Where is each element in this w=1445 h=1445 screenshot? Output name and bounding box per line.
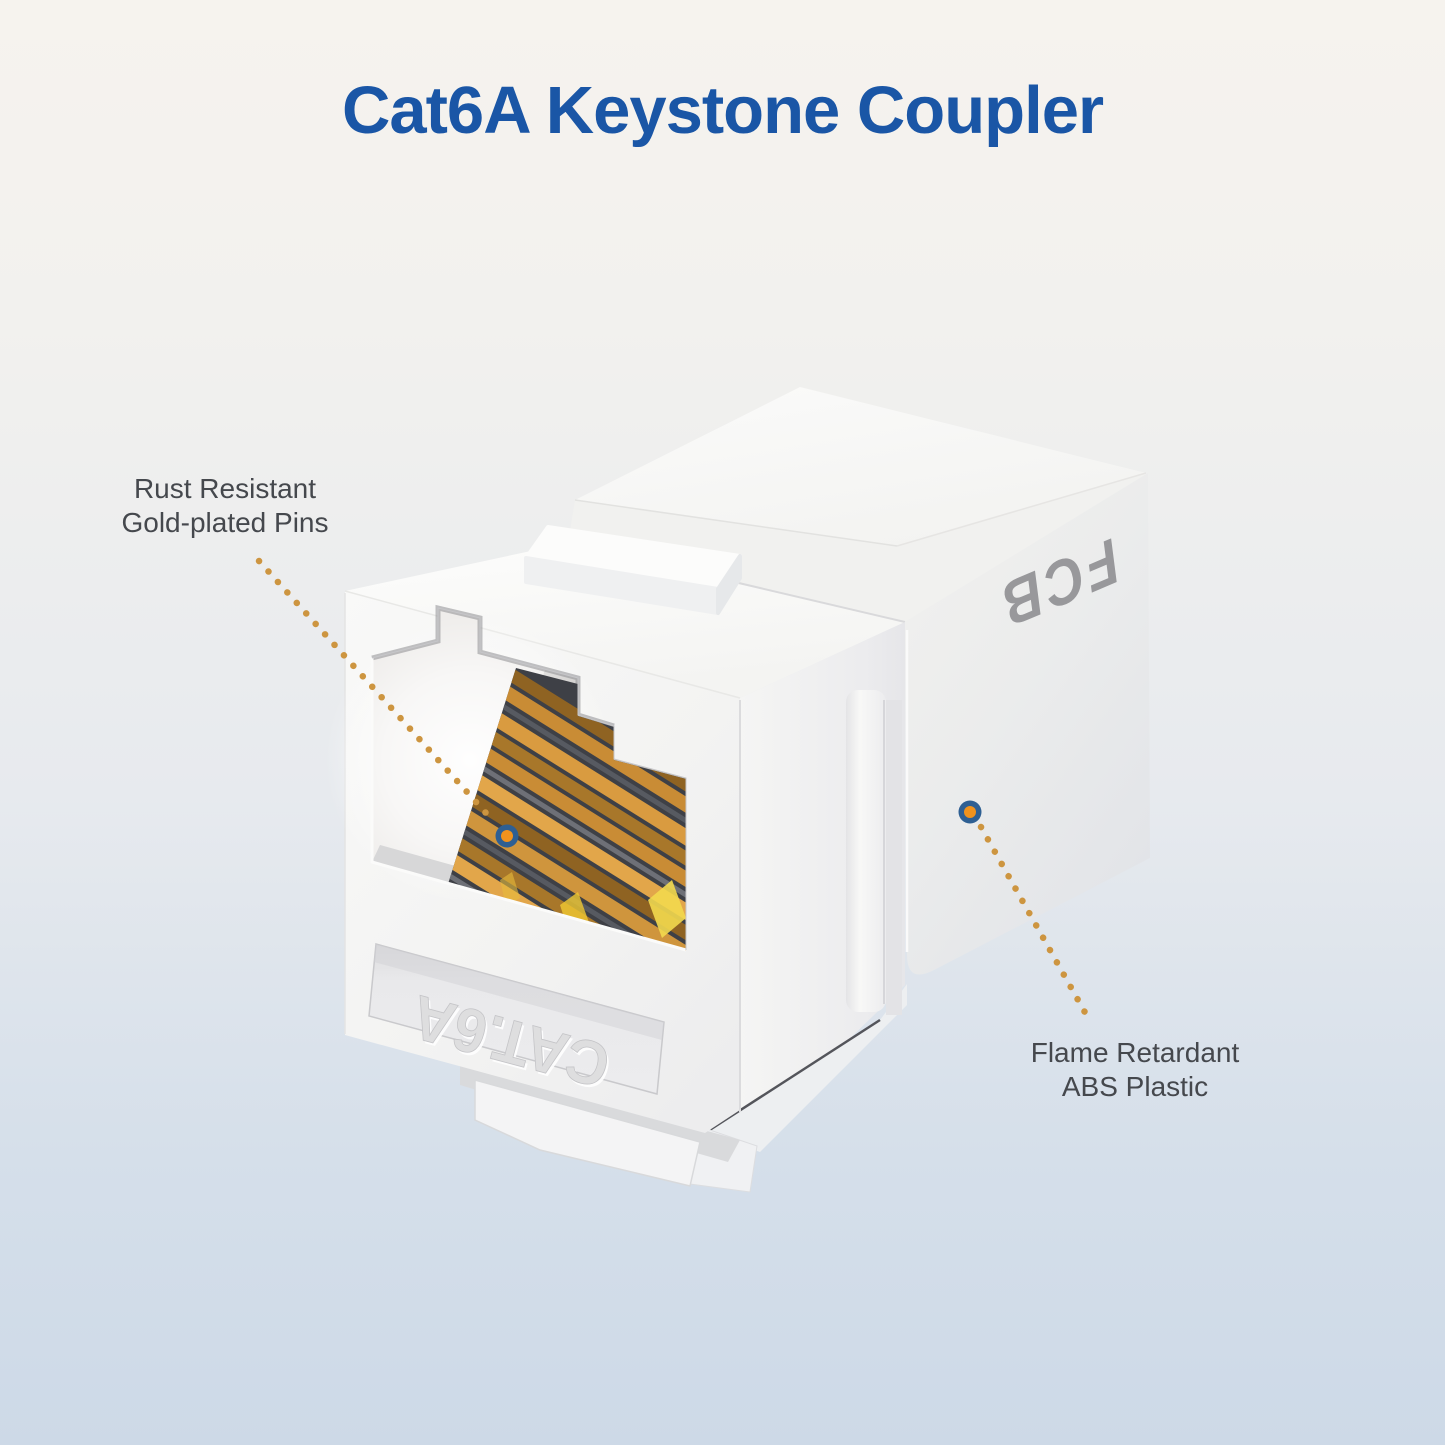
front-top-face (345, 543, 905, 698)
top-chamfer-line (896, 472, 1147, 547)
jack-outline (371, 607, 687, 950)
coupler-body: CAT.6A CAT.6A FCB (325, 387, 1150, 1193)
rear-top-bevel (568, 473, 1148, 622)
callout-pins-line2: Gold-plated Pins (121, 507, 329, 538)
rear-top-face (575, 387, 1146, 546)
callout-plastic: Flame Retardant ABS Plastic (960, 1036, 1310, 1104)
top-seam-line (574, 499, 898, 547)
leader-line-plastic (977, 823, 1091, 1020)
callout-plastic-line1: Flame Retardant (1030, 1037, 1240, 1068)
callout-marker-pins (495, 824, 519, 848)
top-clip-tab (524, 525, 742, 615)
callout-marker-plastic (958, 800, 982, 824)
jack-bevel-highlight (370, 658, 687, 952)
side-clip-ridge (846, 690, 902, 1015)
callout-plastic-line2: ABS Plastic (1061, 1071, 1209, 1102)
callout-pins: Rust Resistant Gold-plated Pins (60, 472, 390, 540)
bottom-seam-shadow (704, 1018, 881, 1135)
callout-leaders (255, 557, 1091, 1020)
right-side-face (905, 473, 1150, 975)
page-title: Cat6A Keystone Coupler (341, 73, 1104, 148)
callout-pins-line1: Rust Resistant (133, 473, 317, 504)
front-latch-tab (474, 1079, 701, 1187)
leader-line-pins (255, 557, 498, 826)
